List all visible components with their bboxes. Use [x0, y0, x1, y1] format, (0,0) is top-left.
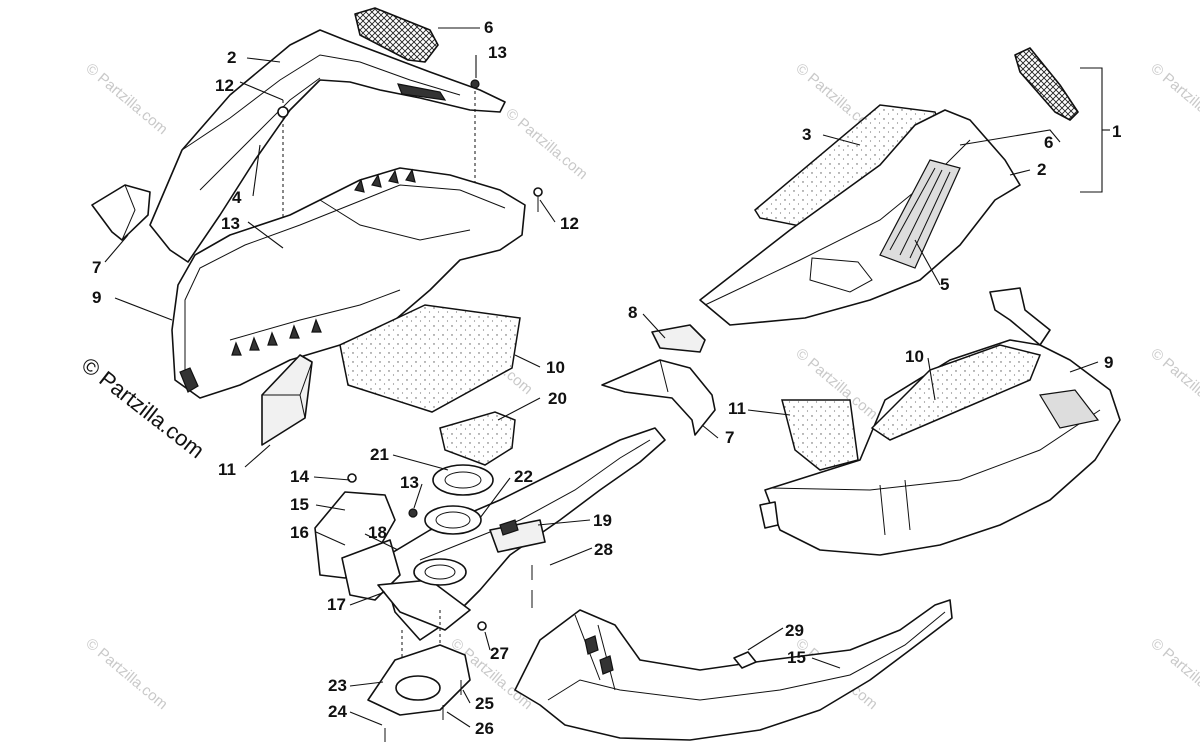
seal-ring-part: [424, 505, 482, 535]
callout-11: 11: [218, 460, 236, 479]
callout-24: 24: [328, 702, 347, 721]
callout-6: 6: [1044, 133, 1053, 152]
bracket-part: [601, 359, 716, 436]
watermark-text: © Partzilla.com: [502, 105, 590, 183]
nut-icon: [470, 79, 480, 89]
callout-4: 4: [232, 188, 242, 207]
callout-28: 28: [594, 540, 613, 559]
mesh-vent-part: [1014, 47, 1079, 121]
center-lower-assembly: [314, 411, 666, 742]
vent-slot-icon: [397, 83, 447, 101]
callout-26: 26: [475, 719, 494, 738]
mesh-vent-part: [354, 7, 439, 63]
vent-slot-icon: [1039, 389, 1100, 429]
watermark-text: © Partzilla.com: [82, 60, 170, 138]
callout-10: 10: [546, 358, 565, 377]
callout-3: 3: [802, 125, 811, 144]
callout-10: 10: [905, 347, 924, 366]
callout-23: 23: [328, 676, 347, 695]
bottom-skid-assembly: [514, 599, 953, 741]
foam-pad-part: [439, 411, 516, 466]
callout-14: 14: [290, 467, 309, 486]
callout-16: 16: [290, 523, 309, 542]
callout-21: 21: [370, 445, 389, 464]
bolt-icon: [533, 187, 543, 197]
callout-29: 29: [785, 621, 804, 640]
callout-2: 2: [1037, 160, 1046, 179]
nose-pan-part: [171, 167, 526, 399]
callout-1: 1: [1112, 122, 1121, 141]
callout-6: 6: [484, 18, 493, 37]
callout-25: 25: [475, 694, 494, 713]
callout-19: 19: [593, 511, 612, 530]
callout-18: 18: [368, 523, 387, 542]
leader-lines: [104, 27, 1099, 728]
callout-17: 17: [327, 595, 346, 614]
callout-12: 12: [215, 76, 234, 95]
watermark-text: © Partzilla.com: [82, 635, 170, 713]
callout-numbers: 1 2 2 3 4 5 6 6 7 7 8 9 9 10 10 11 11 12…: [92, 18, 1121, 738]
callout-22: 22: [514, 467, 533, 486]
watermark-text: © Partzilla.com: [1147, 60, 1200, 138]
callout-15: 15: [787, 648, 806, 667]
callout-11: 11: [728, 399, 746, 418]
watermark-text: © Partzilla.com: [1147, 345, 1200, 423]
foam-block-part: [261, 354, 313, 446]
callout-9: 9: [1104, 353, 1113, 372]
bracket-part: [651, 324, 706, 353]
right-upper-assembly: [601, 47, 1121, 556]
callout-9: 9: [92, 288, 101, 307]
foam-pad-part: [339, 304, 521, 413]
callout-2: 2: [227, 48, 236, 67]
side-panel-part: [314, 491, 396, 579]
seal-ring-part: [432, 464, 494, 496]
bracket-part: [91, 184, 151, 241]
skid-plate-part: [514, 599, 953, 741]
callout-13: 13: [488, 43, 507, 62]
callout-13: 13: [400, 473, 419, 492]
foam-pad-part: [870, 344, 1042, 441]
callout-8: 8: [628, 303, 637, 322]
callout-5: 5: [940, 275, 949, 294]
foam-block-part: [781, 399, 859, 471]
bolt-icon: [477, 621, 487, 631]
bolt-icon: [277, 106, 289, 118]
callout-13: 13: [221, 214, 240, 233]
clip-icon: [733, 651, 757, 669]
bolt-icon: [347, 473, 357, 483]
nut-icon: [408, 508, 418, 518]
callout-7: 7: [92, 258, 101, 277]
callout-15: 15: [290, 495, 309, 514]
callout-12: 12: [560, 214, 579, 233]
seal-ring-part: [413, 558, 467, 586]
left-upper-assembly: [91, 7, 543, 446]
callout-27: 27: [490, 644, 509, 663]
callout-7: 7: [725, 428, 734, 447]
callout-20: 20: [548, 389, 567, 408]
watermark-text: © Partzilla.com: [1147, 635, 1200, 713]
